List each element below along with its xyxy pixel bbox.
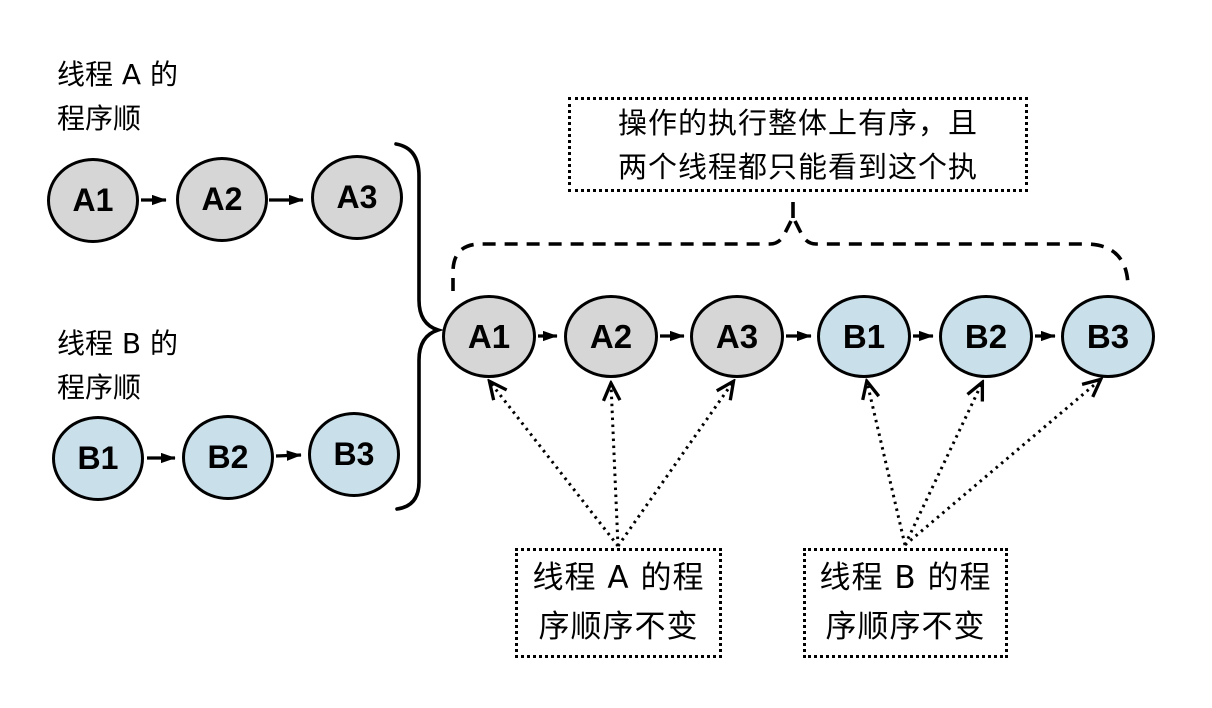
total-order-note-line1: 操作的执行整体上有序，且 [617,105,978,140]
merge-brace [394,142,444,511]
thread-b-label-line1: 线程 B 的 [57,327,179,360]
note-a-line1: 线程 A 的程 [532,560,705,596]
thread-a-label-line2: 程序顺 [57,102,142,135]
node-seq-a3: A3 [690,295,784,378]
node-label: A2 [589,317,633,355]
node-thread-a-a2: A2 [176,157,268,242]
node-thread-b-b2: B2 [182,415,274,500]
node-label: A3 [715,317,759,355]
thread-b-program-order-label: 线程 B 的 程序顺 [57,322,178,410]
node-seq-b3: B3 [1061,295,1155,378]
node-thread-b-b1: B1 [52,416,144,501]
total-order-brace-left [451,220,793,291]
thread-a-program-order-label: 线程 A 的 程序顺 [57,53,178,141]
node-label: B2 [964,317,1008,355]
node-seq-a1: A1 [442,295,536,378]
node-thread-a-a1: A1 [47,158,139,243]
node-label: A1 [467,317,511,355]
node-label: B3 [1086,317,1130,355]
note-b-line1: 线程 B 的程 [819,560,992,596]
total-order-note-line2: 两个线程都只能看到这个执 [617,149,978,184]
note-a-arrow-to-a3 [616,382,733,547]
note-b-arrow-to-b2 [903,383,982,546]
note-b-line2: 序顺序不变 [825,609,986,645]
thread-b-order-unchanged-note: 线程 B 的程 序顺序不变 [803,548,1008,658]
node-label: A3 [336,179,378,215]
total-order-note: 操作的执行整体上有序，且 两个线程都只能看到这个执 [568,97,1028,192]
node-label: B1 [842,317,886,355]
node-label: B2 [207,439,249,475]
node-seq-a2: A2 [564,295,658,378]
note-b-arrow-to-b1 [867,382,907,546]
node-thread-b-b3: B3 [308,412,400,497]
note-b-arrow-to-b3 [904,380,1100,547]
thread-b-label-line2: 程序顺 [57,371,142,404]
node-seq-b1: B1 [817,295,911,378]
note-a-arrow-to-a1 [490,382,620,547]
node-label: A1 [72,182,114,218]
arrow-b2-b3-left [275,450,302,461]
thread-a-order-unchanged-note: 线程 A 的程 序顺序不变 [515,548,722,658]
node-label: B3 [333,436,375,472]
note-a-line2: 序顺序不变 [538,609,699,645]
node-thread-a-a3: A3 [311,155,403,240]
node-label: B1 [77,440,119,476]
node-label: A2 [201,181,243,217]
node-seq-b2: B2 [939,295,1033,378]
total-order-brace-right [793,220,1130,287]
thread-a-label-line1: 线程 A 的 [57,58,178,91]
note-a-arrow-to-a2 [611,384,618,547]
